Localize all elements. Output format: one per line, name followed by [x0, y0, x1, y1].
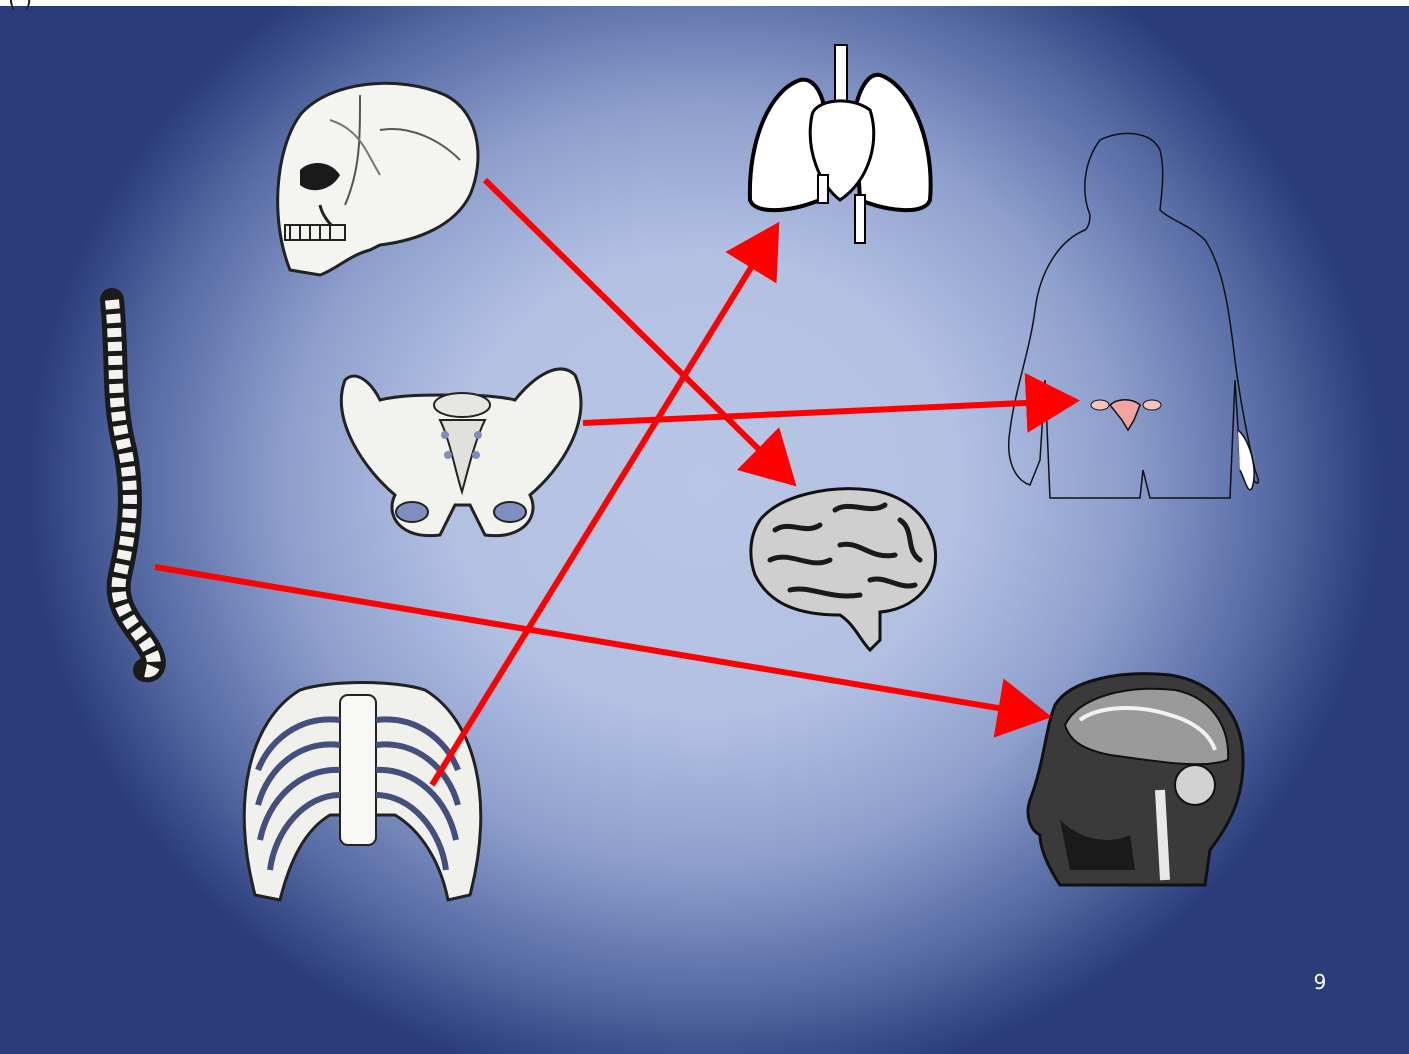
slide-number: 9 [1305, 970, 1335, 994]
lungs-heart-icon [750, 45, 931, 243]
spine-icon [112, 300, 154, 670]
head-sagittal-section-icon [1028, 674, 1243, 885]
brain-icon [751, 489, 936, 650]
skull-icon [278, 83, 478, 275]
pelvis-icon [341, 369, 580, 536]
ribcage-icon [244, 683, 481, 901]
female-body-uterus-icon [1009, 133, 1259, 498]
arrow-pelvis-to-reproductive [583, 401, 1068, 423]
